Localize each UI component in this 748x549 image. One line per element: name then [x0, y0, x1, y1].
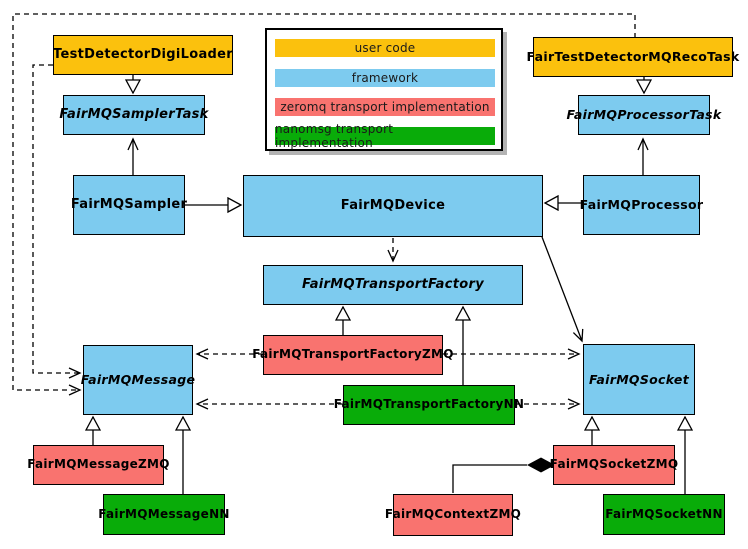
- class-label: FairMQSocket: [589, 371, 689, 387]
- legend-label: nanomsg transport implementation: [275, 122, 394, 150]
- class-box-testdetectordigiloader: TestDetectorDigiLoader: [53, 35, 233, 75]
- class-label: FairTestDetectorMQRecoTask: [526, 49, 740, 65]
- class-box-fairtestdetectormqrecotask: FairTestDetectorMQRecoTask: [527, 37, 739, 77]
- edge-recotask-to-message: [12, 13, 636, 396]
- legend-item-user-code: user code: [275, 39, 495, 57]
- legend-item-nanomsg: nanomsg transport implementation: [275, 122, 495, 150]
- class-box-fairmqdevice: FairMQDevice: [243, 175, 543, 237]
- class-box-fairmqsocketnn: FairMQSocketNN: [603, 494, 725, 535]
- composition-diamond-icon: [527, 457, 555, 473]
- class-label: FairMQSampler: [70, 196, 188, 212]
- class-box-fairmqsampler: FairMQSampler: [70, 175, 188, 235]
- class-label: FairMQProcessor: [579, 197, 704, 213]
- class-label: FairMQSamplerTask: [59, 106, 209, 122]
- class-box-fairmqsocketzmq: FairMQSocketZMQ: [550, 445, 678, 485]
- class-box-fairmqcontextzmq: FairMQContextZMQ: [385, 494, 521, 536]
- legend-label: zeromq transport implementation: [280, 100, 490, 114]
- class-box-fairmqprocessortask: FairMQProcessorTask: [566, 95, 721, 135]
- class-box-fairmqtransportfactorynn: FairMQTransportFactoryNN: [334, 385, 524, 425]
- edge-digiloader-to-message: [32, 64, 82, 379]
- class-box-fairmqtransportfactory: FairMQTransportFactory: [263, 265, 523, 305]
- class-box-fairmqtransportfactoryzmq: FairMQTransportFactoryZMQ: [252, 335, 453, 375]
- class-label: TestDetectorDigiLoader: [53, 46, 233, 62]
- class-box-fairmqprocessor: FairMQProcessor: [580, 175, 703, 235]
- class-box-fairmqsamplertask: FairMQSamplerTask: [59, 95, 208, 135]
- class-box-fairmqmessagenn: FairMQMessageNN: [98, 494, 229, 535]
- class-label: FairMQMessageZMQ: [27, 457, 170, 472]
- class-label: FairMQContextZMQ: [384, 507, 522, 522]
- class-label: FairMQTransportFactoryZMQ: [252, 347, 454, 362]
- edge-device-to-socket: [541, 236, 584, 343]
- class-label: FairMQDevice: [340, 197, 446, 213]
- legend-item-framework: framework: [275, 69, 495, 87]
- class-box-fairmqmessagezmq: FairMQMessageZMQ: [27, 445, 170, 485]
- legend-item-zeromq: zeromq transport implementation: [275, 98, 495, 116]
- legend: user code framework zeromq transport imp…: [265, 28, 503, 151]
- legend-label: user code: [354, 41, 416, 55]
- class-box-fairmqmessage: FairMQMessage: [80, 345, 196, 415]
- class-label: FairMQMessageNN: [98, 506, 230, 521]
- class-label: FairMQTransportFactory: [302, 276, 484, 292]
- class-label: FairMQSocketNN: [605, 506, 723, 521]
- class-label: FairMQMessage: [80, 372, 196, 388]
- class-label: FairMQTransportFactoryNN: [333, 397, 525, 412]
- legend-label: framework: [351, 71, 419, 85]
- class-label: FairMQProcessorTask: [566, 107, 722, 123]
- class-label: FairMQSocketZMQ: [549, 457, 679, 472]
- class-box-fairmqsocket: FairMQSocket: [583, 344, 695, 415]
- edge-context-composed-in-socketzmq: [452, 457, 555, 493]
